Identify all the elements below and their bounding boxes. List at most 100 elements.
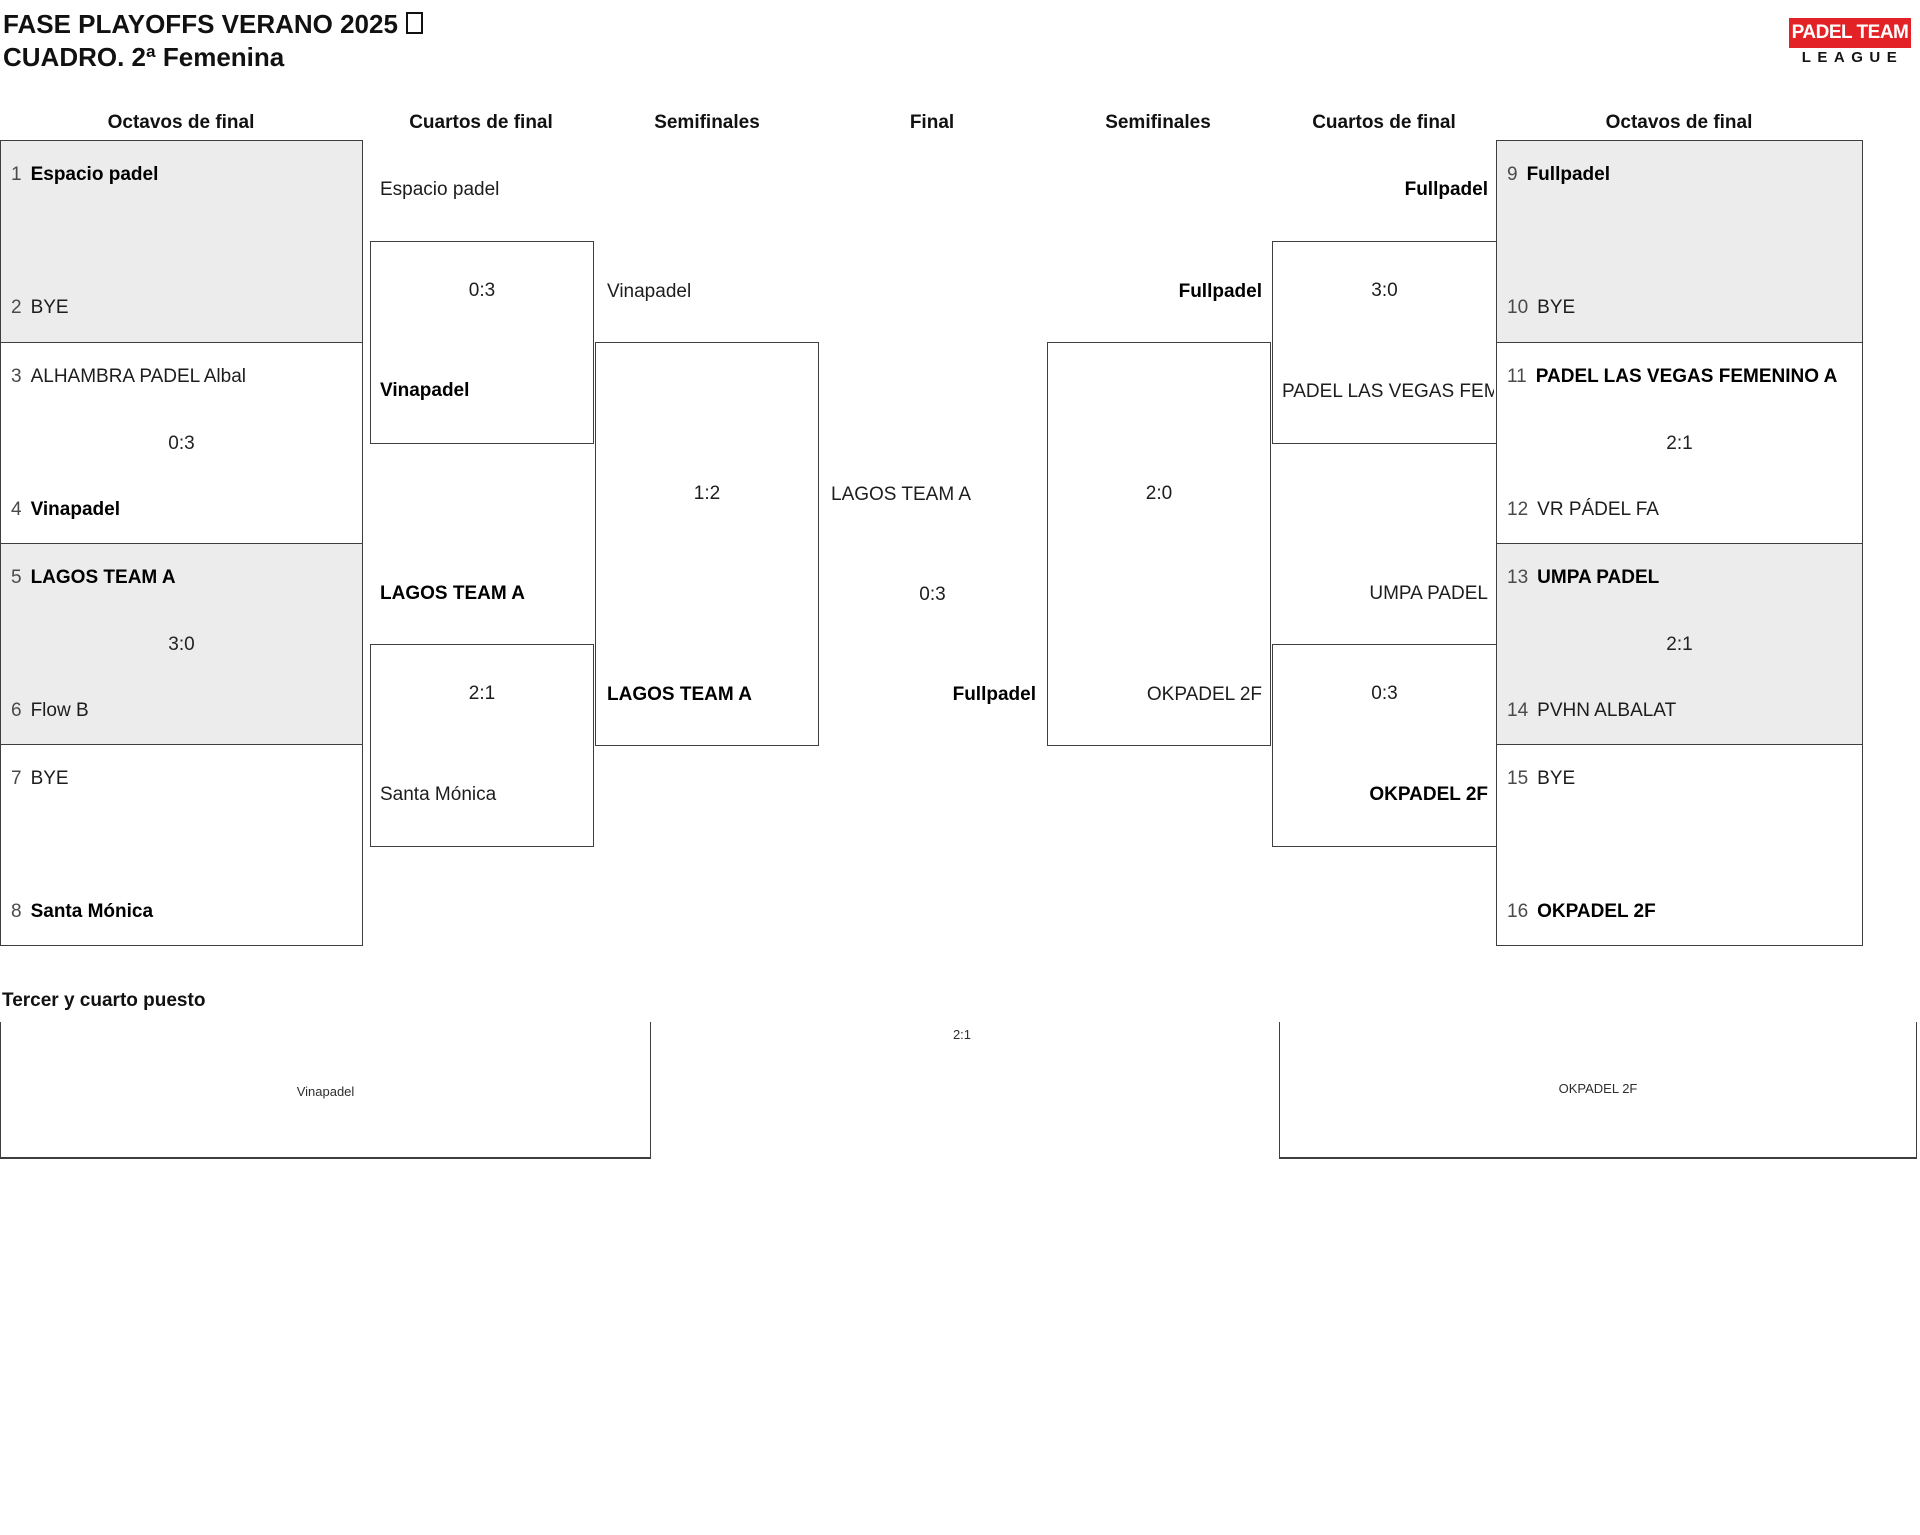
seed-number: 4 <box>11 499 22 520</box>
round-header-final: Final <box>909 112 955 133</box>
match-box-cuartos-right-1 <box>1272 241 1497 444</box>
team-row: 8 Santa Mónica <box>11 901 153 923</box>
team-name: UMPA PADEL <box>1369 583 1488 604</box>
match-score: 0:3 <box>468 280 496 301</box>
team-name: Espacio padel <box>30 164 159 185</box>
match-box-octavos-left-2: 3 ALHAMBRA PADEL Albal 0:3 4 Vinapadel <box>0 342 363 544</box>
seed-number: 14 <box>1507 700 1529 721</box>
round-header-octavos-right: Octavos de final <box>1605 112 1753 133</box>
round-header-semis-left: Semifinales <box>654 112 760 133</box>
seed-number: 9 <box>1507 164 1518 185</box>
match-score: 2:1 <box>1666 634 1693 655</box>
match-score: 2:1 <box>468 683 496 704</box>
team-name: BYE <box>1537 768 1576 789</box>
team-name: Santa Mónica <box>380 784 497 805</box>
team-row: 11 PADEL LAS VEGAS FEMENINO A <box>1507 366 1837 388</box>
team-name: Fullpadel <box>1526 164 1610 185</box>
seed-number: 8 <box>11 901 22 922</box>
team-name: BYE <box>1537 297 1576 318</box>
match-box-octavos-left-3: 5 LAGOS TEAM A 3:0 6 Flow B <box>0 543 363 745</box>
seed-number: 15 <box>1507 768 1529 789</box>
match-box-cuartos-left-2 <box>370 644 594 847</box>
third-place-score: 2:1 <box>952 1027 972 1042</box>
seed-number: 16 <box>1507 901 1529 922</box>
team-name: BYE <box>30 768 69 789</box>
team-name: VR PÁDEL FA <box>1537 499 1659 520</box>
team-name: Fullpadel <box>952 684 1036 705</box>
team-name: Vinapadel <box>607 281 692 302</box>
third-place-box-right <box>1279 1022 1917 1159</box>
match-score: 3:0 <box>1371 280 1398 301</box>
team-row: 5 LAGOS TEAM A <box>11 567 176 589</box>
team-row: 10 BYE <box>1507 297 1575 319</box>
team-name: Flow B <box>30 700 89 721</box>
team-name: OKPADEL 2F <box>1537 901 1656 922</box>
seed-number: 10 <box>1507 297 1529 318</box>
team-name: Fullpadel <box>1404 179 1488 200</box>
match-score: 2:1 <box>1666 433 1693 454</box>
seed-number: 1 <box>11 164 22 185</box>
match-box-cuartos-left-1 <box>370 241 594 444</box>
match-box-semifinal-right <box>1047 342 1271 746</box>
page-title: FASE PLAYOFFS VERANO 2025 CUADRO. 2ª Fem… <box>3 8 423 74</box>
logo-padel-team: PADEL TEAM <box>1789 18 1911 48</box>
seed-number: 11 <box>1507 366 1527 387</box>
team-name: PADEL LAS VEGAS FEMENINO A <box>1535 366 1838 387</box>
team-row: 4 Vinapadel <box>11 499 120 521</box>
match-score: 3:0 <box>168 634 195 655</box>
title-line1: FASE PLAYOFFS VERANO 2025 <box>3 8 423 41</box>
match-score: 0:3 <box>168 433 195 454</box>
title-line2: CUADRO. 2ª Femenina <box>3 42 285 72</box>
match-box-semifinal-left <box>595 342 819 746</box>
team-row: 6 Flow B <box>11 700 89 722</box>
match-score: 1:2 <box>693 483 721 504</box>
team-name: PVHN ALBALAT <box>1537 700 1677 721</box>
match-box-octavos-right-4: 15 BYE 16 OKPADEL 2F <box>1496 744 1863 946</box>
seed-number: 5 <box>11 567 22 588</box>
trophy-missing-glyph-icon <box>405 12 423 34</box>
round-header-cuartos-right: Cuartos de final <box>1312 112 1456 133</box>
seed-number: 13 <box>1507 567 1529 588</box>
logo-league: LEAGUE <box>1801 49 1904 66</box>
match-score: 2:0 <box>1145 483 1173 504</box>
match-score: 0:3 <box>1371 683 1398 704</box>
team-name: LAGOS TEAM A <box>30 567 176 588</box>
team-name: LAGOS TEAM A <box>380 583 525 604</box>
team-name: Fullpadel <box>1178 281 1262 302</box>
third-place-box-left <box>0 1022 651 1159</box>
match-box-octavos-left-4: 7 BYE 8 Santa Mónica <box>0 744 363 946</box>
team-name: BYE <box>30 297 69 318</box>
padel-team-league-logo: PADEL TEAM LEAGUE <box>1789 18 1911 66</box>
match-box-cuartos-right-2 <box>1272 644 1497 847</box>
team-row: 16 OKPADEL 2F <box>1507 901 1656 923</box>
team-name: Vinapadel <box>296 1084 355 1099</box>
team-name: LAGOS TEAM A <box>607 684 752 705</box>
team-row: 9 Fullpadel <box>1507 164 1610 186</box>
team-name: Santa Mónica <box>30 901 154 922</box>
team-name: PADEL LAS VEGAS FEM <box>1282 381 1494 402</box>
third-place-heading: Tercer y cuarto puesto <box>2 990 206 1011</box>
round-header-cuartos-left: Cuartos de final <box>409 112 553 133</box>
seed-number: 7 <box>11 768 22 789</box>
seed-number: 6 <box>11 700 22 721</box>
team-name: Vinapadel <box>380 380 470 401</box>
team-row: 1 Espacio padel <box>11 164 158 186</box>
seed-number: 3 <box>11 366 22 387</box>
seed-number: 2 <box>11 297 22 318</box>
team-name: OKPADEL 2F <box>1369 784 1488 805</box>
round-header-semis-right: Semifinales <box>1105 112 1211 133</box>
team-name: ALHAMBRA PADEL Albal <box>30 366 247 387</box>
round-header-octavos-left: Octavos de final <box>107 112 255 133</box>
team-name: OKPADEL 2F <box>1146 684 1262 705</box>
team-name: OKPADEL 2F <box>1558 1081 1638 1096</box>
team-name: Vinapadel <box>30 499 120 520</box>
match-score: 0:3 <box>919 584 946 605</box>
match-box-octavos-left-1: 1 Espacio padel 2 BYE <box>0 140 363 343</box>
team-row: 15 BYE <box>1507 768 1575 790</box>
team-row: 14 PVHN ALBALAT <box>1507 700 1676 722</box>
